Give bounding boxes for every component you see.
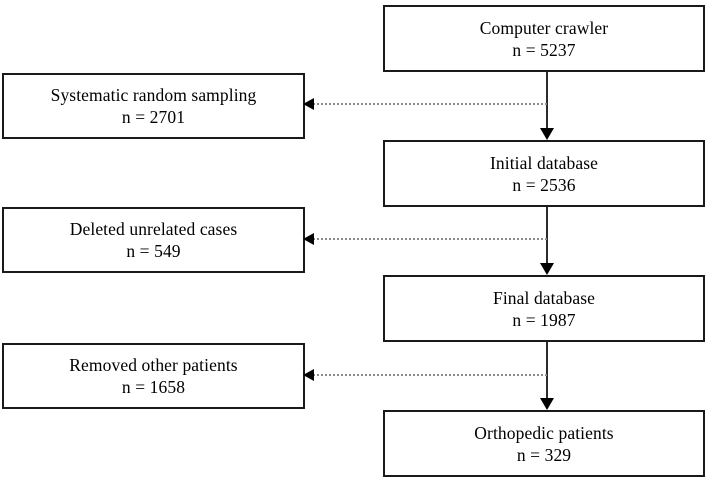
node-count: n = 1658 xyxy=(121,377,186,397)
node-label: Orthopedic patients xyxy=(474,422,614,443)
arrow-left-icon xyxy=(303,233,314,245)
node-label: Final database xyxy=(493,287,595,308)
node-count: n = 1987 xyxy=(512,309,576,330)
node-orthopedic-patients: Orthopedic patients n = 329 xyxy=(383,410,705,477)
node-count: n = 2536 xyxy=(512,174,576,195)
arrow-crawler-to-initial-database xyxy=(540,72,554,140)
node-count: n = 549 xyxy=(126,241,181,261)
node-computer-crawler: Computer crawler n = 5237 xyxy=(383,5,705,72)
node-count: n = 2701 xyxy=(121,107,186,127)
node-count: n = 329 xyxy=(516,444,572,465)
node-initial-database: Initial database n = 2536 xyxy=(383,140,705,207)
arrow-final-database-to-orthopedic xyxy=(540,342,554,410)
dotted-arrow-to-removed-other-patients xyxy=(303,369,547,381)
dotted-arrow-to-systematic-random-sampling xyxy=(303,98,547,110)
node-final-database: Final database n = 1987 xyxy=(383,275,705,342)
arrow-down-icon xyxy=(540,398,554,410)
dotted-arrow-to-deleted-unrelated-cases xyxy=(303,233,547,245)
node-label: Deleted unrelated cases xyxy=(69,219,238,239)
node-label: Removed other patients xyxy=(69,355,238,375)
node-label: Initial database xyxy=(489,152,598,173)
arrow-initial-to-final-database xyxy=(540,207,554,275)
arrow-left-icon xyxy=(303,369,314,381)
arrow-left-icon xyxy=(303,98,314,110)
node-count: n = 5237 xyxy=(512,39,576,60)
node-deleted-unrelated-cases: Deleted unrelated cases n = 549 xyxy=(2,207,305,273)
node-label: Computer crawler xyxy=(479,17,609,38)
node-removed-other-patients: Removed other patients n = 1658 xyxy=(2,343,305,409)
node-label: Systematic random sampling xyxy=(50,85,257,105)
arrow-down-icon xyxy=(540,128,554,140)
node-systematic-random-sampling: Systematic random sampling n = 2701 xyxy=(2,73,305,139)
arrow-down-icon xyxy=(540,263,554,275)
